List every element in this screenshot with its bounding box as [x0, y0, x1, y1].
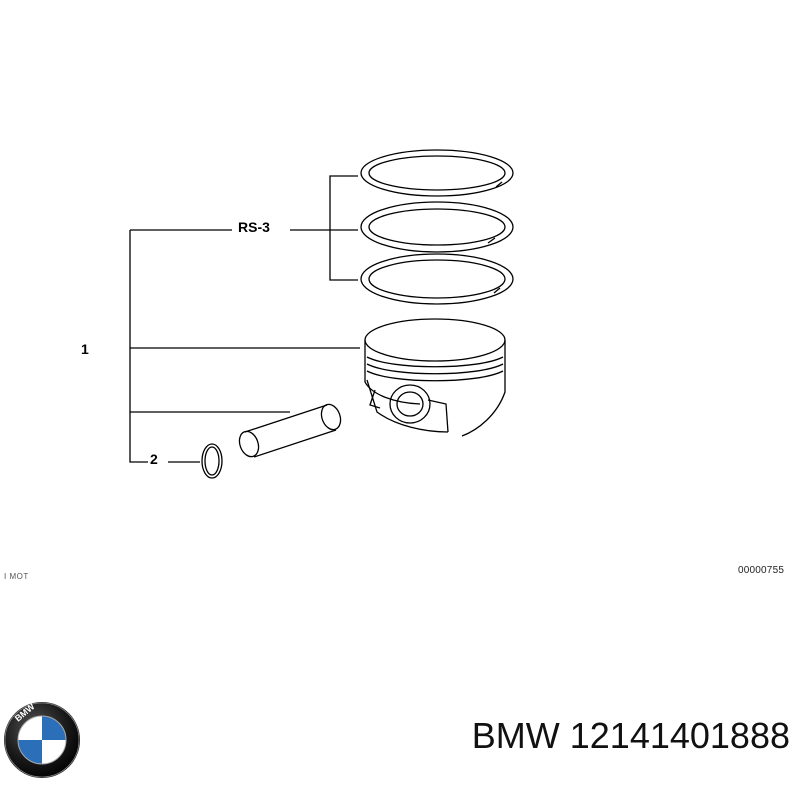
piston-ring-oil [360, 253, 514, 305]
drawing-code: 00000755 [738, 565, 785, 576]
callout-leader-lines [129, 175, 360, 463]
wrist-pin [238, 403, 342, 458]
piston-ring-top [360, 149, 514, 197]
bmw-roundel-icon: BMW [4, 701, 80, 778]
part-number: 12141401888 [569, 715, 790, 756]
callout-ring-set: RS-3 [238, 219, 270, 235]
callout-piston: 1 [81, 341, 89, 357]
circlip [201, 443, 223, 479]
corner-mark: I MOT [4, 572, 29, 581]
piston-assembly-diagram [129, 149, 514, 479]
brand-name: BMW [471, 715, 560, 756]
piston-ring-middle [360, 201, 514, 253]
callout-circlip: 2 [150, 451, 158, 467]
piston [364, 318, 506, 437]
